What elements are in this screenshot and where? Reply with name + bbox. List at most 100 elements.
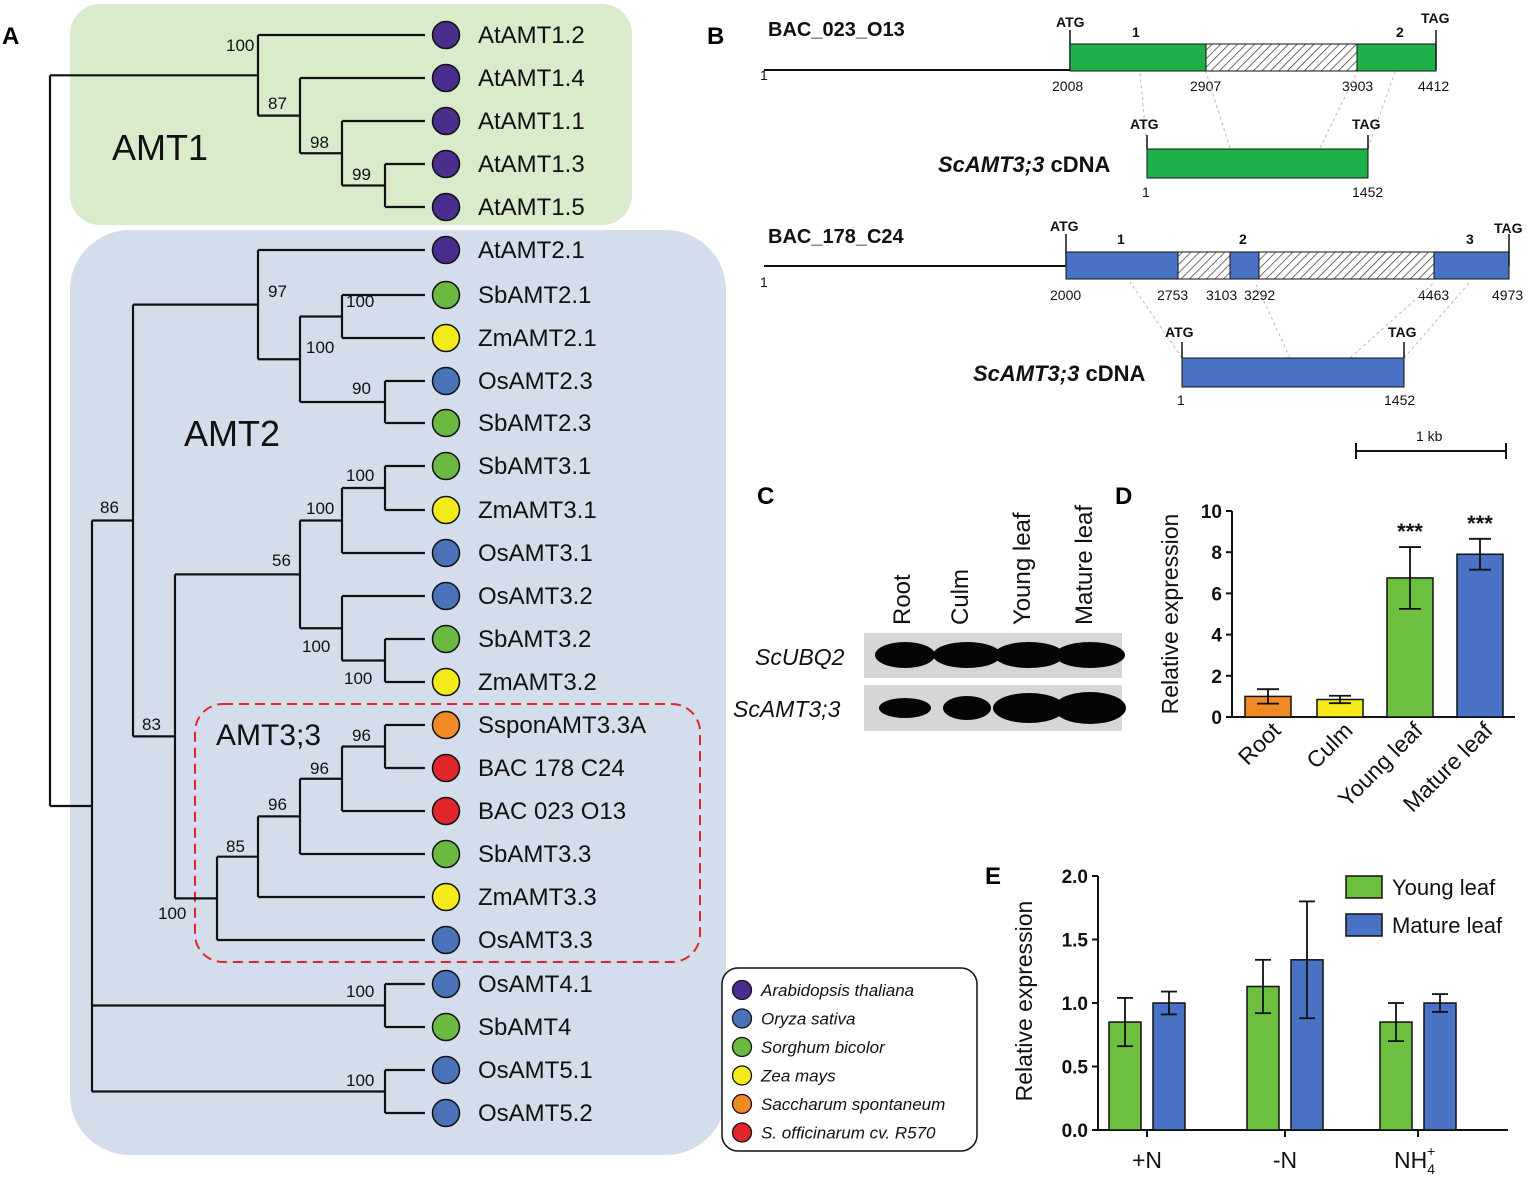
cdna2-label-rest: cDNA xyxy=(1079,361,1145,386)
panel-e-letter: E xyxy=(985,863,1001,890)
bac1-exon-label: 2 xyxy=(1396,24,1404,40)
species-marker-circle xyxy=(431,839,461,869)
gel-band xyxy=(994,642,1064,668)
cdna2-label: ScAMT3;3 cDNA xyxy=(973,361,1145,386)
group-label-amt1: AMT1 xyxy=(112,127,208,168)
group-label-amt2: AMT2 xyxy=(184,413,280,454)
species-marker-circle xyxy=(431,1055,461,1085)
leaf-label: OsAMT4.1 xyxy=(478,971,593,998)
nh4-sub: 4 xyxy=(1427,1161,1435,1177)
gel-lane-label: Mature leaf xyxy=(1071,505,1098,625)
bac1-position: 4412 xyxy=(1418,78,1449,94)
legend-swatch xyxy=(1345,913,1383,937)
species-marker-circle xyxy=(431,106,461,136)
cdna1-label-italic: ScAMT3;3 xyxy=(938,152,1044,177)
species-marker-circle xyxy=(431,149,461,179)
bac2-position: 2753 xyxy=(1157,287,1188,303)
scale-bar-label: 1 kb xyxy=(1416,428,1443,444)
legend-species-label: Saccharum spontaneum xyxy=(761,1095,945,1114)
leaf-label: SbAMT4 xyxy=(478,1014,571,1041)
bootstrap-value: 96 xyxy=(310,759,329,778)
leaf-label: AtAMT1.2 xyxy=(478,22,585,49)
cdna2-label-italic: ScAMT3;3 xyxy=(973,361,1079,386)
y-tick-label: 8 xyxy=(1211,543,1222,564)
bac2-position: 4973 xyxy=(1492,287,1523,303)
gel-row-label: ScAMT3;3 xyxy=(733,696,841,722)
significance-marker: *** xyxy=(1467,511,1493,536)
bac1-position: 3903 xyxy=(1342,78,1373,94)
alignment-guide xyxy=(1319,71,1358,149)
bac2-tag: TAG xyxy=(1494,220,1523,236)
bac1-position: 2008 xyxy=(1052,78,1083,94)
y-tick-label: 1.5 xyxy=(1062,931,1089,952)
bac2-title: BAC_178_C24 xyxy=(768,226,905,248)
tree-leaves: AtAMT1.2AtAMT1.4AtAMT1.1AtAMT1.3AtAMT1.5… xyxy=(431,20,646,1128)
y-tick-label: 1.0 xyxy=(1062,994,1088,1015)
x-category-label: Culm xyxy=(1301,717,1357,773)
x-category-label: Root xyxy=(1233,717,1286,770)
nh4-sup: + xyxy=(1427,1143,1435,1159)
leaf-label: ZmAMT2.1 xyxy=(478,325,597,352)
legend-species-label: Arabidopsis thaliana xyxy=(760,981,914,1000)
gel-row-label: ScUBQ2 xyxy=(755,644,845,670)
legend-species-label: Oryza sativa xyxy=(761,1010,855,1029)
bac2-position: 3292 xyxy=(1244,287,1275,303)
species-marker-circle xyxy=(431,408,461,438)
alignment-guide xyxy=(1403,281,1471,359)
alignment-guide xyxy=(1254,281,1291,359)
legend-label: Young leaf xyxy=(1392,875,1496,900)
alignment-guide xyxy=(1349,281,1436,359)
bac2-exon-2 xyxy=(1229,251,1260,280)
gel-band xyxy=(993,693,1065,723)
legend-species-label: Zea mays xyxy=(760,1067,836,1086)
bac2-exon-label: 1 xyxy=(1117,231,1125,247)
gel-band xyxy=(1054,692,1126,724)
bac1-exon-1 xyxy=(1069,43,1207,72)
legend-color-circle xyxy=(731,979,753,1001)
leaf-label: BAC 023 O13 xyxy=(478,798,626,825)
gel-lane-label: Young leaf xyxy=(1009,512,1036,625)
legend-color-circle xyxy=(731,1122,753,1143)
gel-band xyxy=(879,698,931,718)
cdna1-label: ScAMT3;3 cDNA xyxy=(938,152,1110,177)
y-tick-label: 0.0 xyxy=(1062,1121,1088,1142)
alignment-guide xyxy=(1367,71,1396,149)
bac2-intron-2 xyxy=(1258,251,1435,280)
bac1-intron-1 xyxy=(1205,43,1358,72)
bootstrap-value: 56 xyxy=(272,551,291,570)
legend-color-circle xyxy=(731,1065,753,1086)
bootstrap-value: 100 xyxy=(346,292,374,311)
leaf-label: ZmAMT3.3 xyxy=(478,884,597,911)
legend-color-circle xyxy=(731,1036,753,1058)
bac1-tag: TAG xyxy=(1421,10,1450,26)
bac2-atg: ATG xyxy=(1050,218,1079,234)
x-category-label: -N xyxy=(1273,1147,1297,1173)
bootstrap-value: 97 xyxy=(268,282,287,301)
bac2-position: 3103 xyxy=(1206,287,1237,303)
cdna1-end: 1452 xyxy=(1352,184,1383,200)
cdna2-atg: ATG xyxy=(1165,324,1194,340)
leaf-label: OsAMT3.1 xyxy=(478,540,593,567)
bootstrap-value: 100 xyxy=(306,499,334,518)
nh4-main: NH xyxy=(1394,1147,1427,1173)
tree-branches xyxy=(48,33,425,1115)
leaf-label: OsAMT5.1 xyxy=(478,1057,593,1084)
leaf-label: AtAMT1.1 xyxy=(478,108,585,135)
species-marker-circle xyxy=(431,235,461,265)
leaf-label: OsAMT3.2 xyxy=(478,583,593,610)
legend-species-label: Sorghum bicolor xyxy=(761,1038,886,1057)
bar xyxy=(1152,1002,1186,1131)
bac2-start: 1 xyxy=(760,274,768,290)
y-axis-title: Relative expression xyxy=(1011,901,1037,1102)
amt1-background xyxy=(70,4,632,225)
group-label-amt33: AMT3;3 xyxy=(216,719,321,752)
bootstrap-value: 85 xyxy=(226,837,245,856)
bac1-atg: ATG xyxy=(1056,14,1085,30)
species-marker-circle xyxy=(431,451,461,481)
bootstrap-value: 100 xyxy=(302,637,330,656)
amt2-background xyxy=(70,230,726,1155)
y-axis-title: Relative expression xyxy=(1157,514,1183,715)
